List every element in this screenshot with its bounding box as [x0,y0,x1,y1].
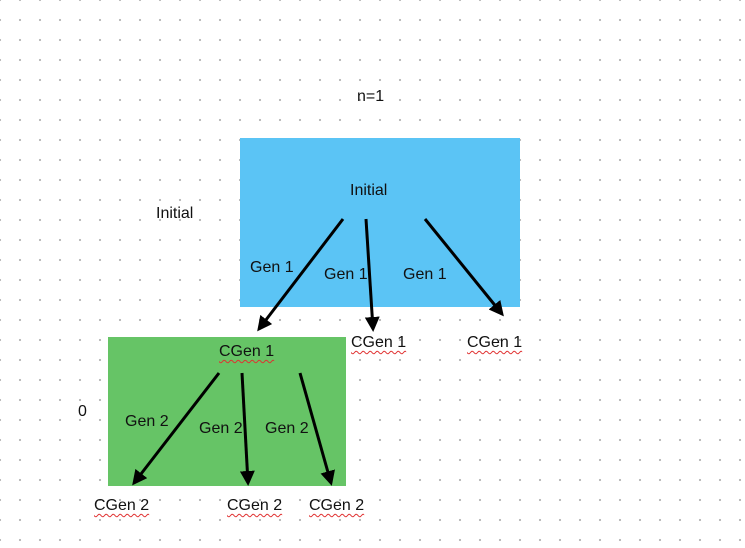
cgen2-node-left: CGen 2 [94,497,150,514]
edge-label-gen1-left: Gen 1 [250,259,294,276]
arrow-cgen1-to-cgen2-left[interactable] [132,372,221,486]
arrow-cgen1-to-cgen2-middle[interactable] [239,372,255,486]
edge-label-gen2-left: Gen 2 [125,413,169,430]
root-node-label: Initial [350,182,388,199]
cgen1-node-right: CGen 1 [467,334,523,351]
side-label-zero: 0 [78,403,87,420]
edge-label-gen2-right: Gen 2 [265,420,309,437]
arrow-initial-to-cgen1-left[interactable] [257,218,345,332]
diagram-title: n=1 [357,88,385,105]
arrow-cgen1-to-cgen2-right[interactable] [298,372,335,486]
arrow-initial-to-cgen1-middle[interactable] [364,218,380,332]
edge-label-gen2-middle: Gen 2 [199,420,243,437]
cgen1-node-middle: CGen 1 [351,334,407,351]
edge-label-gen1-middle: Gen 1 [324,266,368,283]
edge-label-gen1-right: Gen 1 [403,266,447,283]
arrow-initial-to-cgen1-right[interactable] [423,218,504,317]
side-label-initial: Initial [156,205,194,222]
cgen2-node-right: CGen 2 [309,497,365,514]
gen1-child-box[interactable] [108,337,346,486]
cgen1-node-left: CGen 1 [219,343,275,360]
cgen2-node-middle: CGen 2 [227,497,283,514]
